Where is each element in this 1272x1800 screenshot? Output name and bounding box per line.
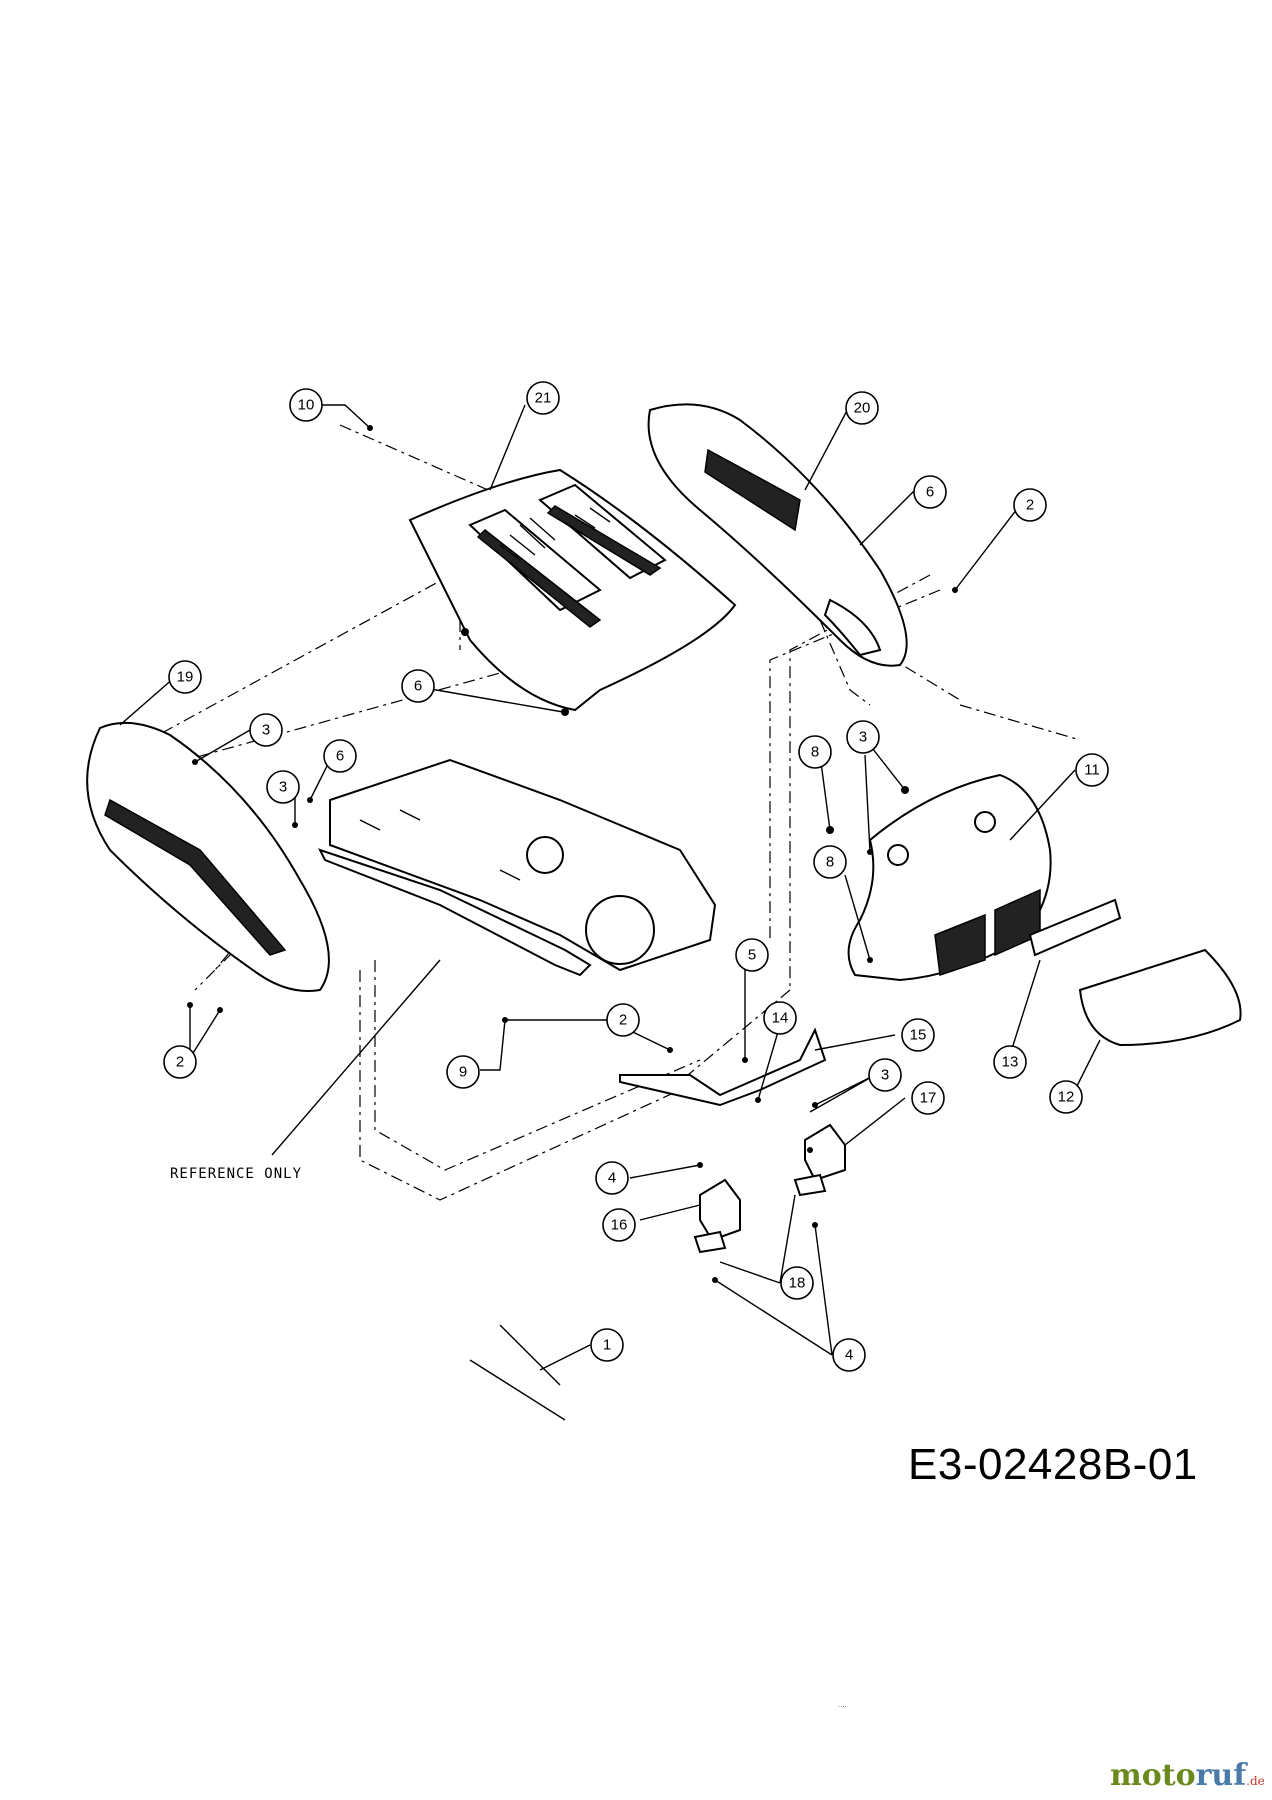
callout-label: 3 (262, 722, 270, 739)
callout-label: 4 (845, 1347, 853, 1364)
callout-2-top: 2 (1013, 488, 1047, 522)
callout-21: 21 (526, 381, 560, 415)
callout-label: 5 (748, 947, 756, 964)
frame-chassis (318, 758, 717, 977)
callout-18: 18 (780, 1266, 814, 1300)
callout-label: 8 (826, 854, 834, 871)
callout-19: 19 (168, 660, 202, 694)
callout-label: 2 (619, 1012, 627, 1029)
callout-15: 15 (901, 1018, 935, 1052)
callout-label: 1 (603, 1337, 611, 1354)
callout-label: 13 (1002, 1054, 1019, 1071)
callout-label: 6 (414, 678, 422, 695)
callout-label: 2 (176, 1054, 184, 1071)
brand-logo: motoruf.de (1110, 1758, 1265, 1793)
callout-label: 2 (1026, 497, 1034, 514)
callout-10: 10 (289, 388, 323, 422)
callout-label: 8 (811, 744, 819, 761)
callout-1: 1 (590, 1328, 624, 1362)
callout-label: 17 (920, 1090, 937, 1107)
footer-tiny-mark: .... (838, 1700, 847, 1709)
callout-6-hood: 6 (401, 669, 435, 703)
callout-2-left: 2 (163, 1045, 197, 1079)
headlight-bracket (1028, 898, 1122, 957)
callout-12: 12 (1049, 1080, 1083, 1114)
hood-support-bracket (619, 1027, 827, 1107)
right-side-panel (647, 403, 908, 667)
callout-3-right: 3 (868, 1058, 902, 1092)
leader-lines (119, 404, 1101, 1371)
callout-label: 6 (336, 748, 344, 765)
hood-vent-left (476, 529, 602, 628)
callout-7: 8 (813, 845, 847, 879)
callout-label: 15 (910, 1027, 927, 1044)
hood-panel (408, 468, 737, 712)
brand-part-moto: moto (1110, 1758, 1196, 1793)
callout-label: 9 (459, 1064, 467, 1081)
brand-suffix: .de (1246, 1774, 1265, 1788)
latch-bumpers (693, 1173, 827, 1254)
reference-only-label: REFERENCE ONLY (170, 1166, 303, 1182)
callout-label: 3 (859, 729, 867, 746)
front-grille (847, 773, 1052, 982)
callout-label: 19 (177, 669, 194, 686)
callout-14: 14 (763, 1001, 797, 1035)
callout-5: 5 (735, 938, 769, 972)
callout-label: 11 (1084, 762, 1100, 779)
callout-6-top: 6 (913, 475, 947, 509)
callout-label: 14 (772, 1010, 789, 1027)
callout-4: 4 (832, 1338, 866, 1372)
callout-label: 20 (854, 400, 871, 417)
callout-13: 13 (993, 1045, 1027, 1079)
callout-3-left-top: 3 (249, 713, 283, 747)
callout-label: 10 (298, 397, 315, 414)
drawing-number: E3-02428B-01 (908, 1440, 1198, 1489)
callout-label: 4 (608, 1170, 616, 1187)
headlight-lens (1078, 948, 1242, 1047)
callout-8: 8 (798, 735, 832, 769)
hood-vent-right (546, 505, 662, 576)
callout-3-grille: 3 (846, 720, 880, 754)
callout-6-left: 6 (323, 739, 357, 773)
callout-label: 18 (789, 1275, 806, 1292)
latch-left (699, 1178, 741, 1242)
callout-16: 16 (602, 1208, 636, 1242)
latch-right (804, 1123, 846, 1182)
brand-part-ruf: ruf (1195, 1758, 1247, 1793)
callout-label: 16 (611, 1217, 628, 1234)
callout-11: 11 (1075, 753, 1109, 787)
callout-label: 3 (279, 779, 287, 796)
callout-9: 9 (446, 1055, 480, 1089)
callout-3-bottom: 4 (595, 1161, 629, 1195)
callout-3-left-mid: 3 (266, 770, 300, 804)
callout-20: 20 (845, 391, 879, 425)
callout-label: 6 (926, 484, 934, 501)
callout-label: 3 (881, 1067, 889, 1084)
callout-2-center: 2 (606, 1003, 640, 1037)
callout-label: 12 (1058, 1089, 1075, 1106)
callout-label: 21 (535, 390, 552, 407)
callout-17: 17 (911, 1081, 945, 1115)
cable (469, 1324, 566, 1421)
left-side-panel (86, 721, 330, 992)
